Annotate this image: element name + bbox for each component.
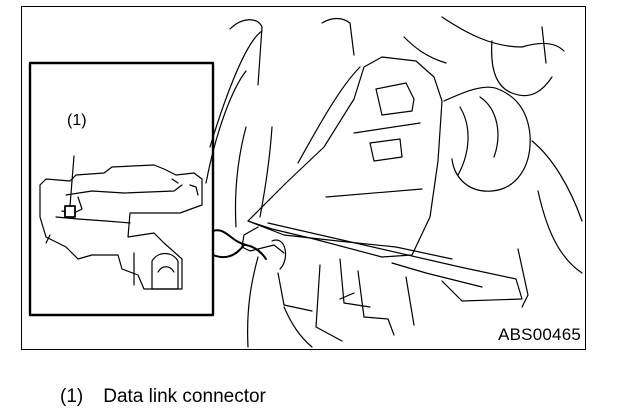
data-link-connector-port: [64, 205, 76, 218]
legend-item: (1) Data link connector: [60, 386, 266, 408]
inset-detail-box: [28, 61, 215, 317]
inset-connector-detail: [39, 155, 203, 290]
inset-leader-line: [212, 229, 267, 260]
legend-label: Data link connector: [103, 386, 266, 407]
callout-number: (1): [67, 112, 87, 129]
dashboard-outline: [205, 16, 583, 348]
illustration-frame: (1) ABS00465: [21, 6, 586, 350]
legend-number: (1): [60, 386, 84, 407]
dashboard-illustration: [28, 16, 583, 348]
figure-code: ABS00465: [498, 325, 581, 344]
